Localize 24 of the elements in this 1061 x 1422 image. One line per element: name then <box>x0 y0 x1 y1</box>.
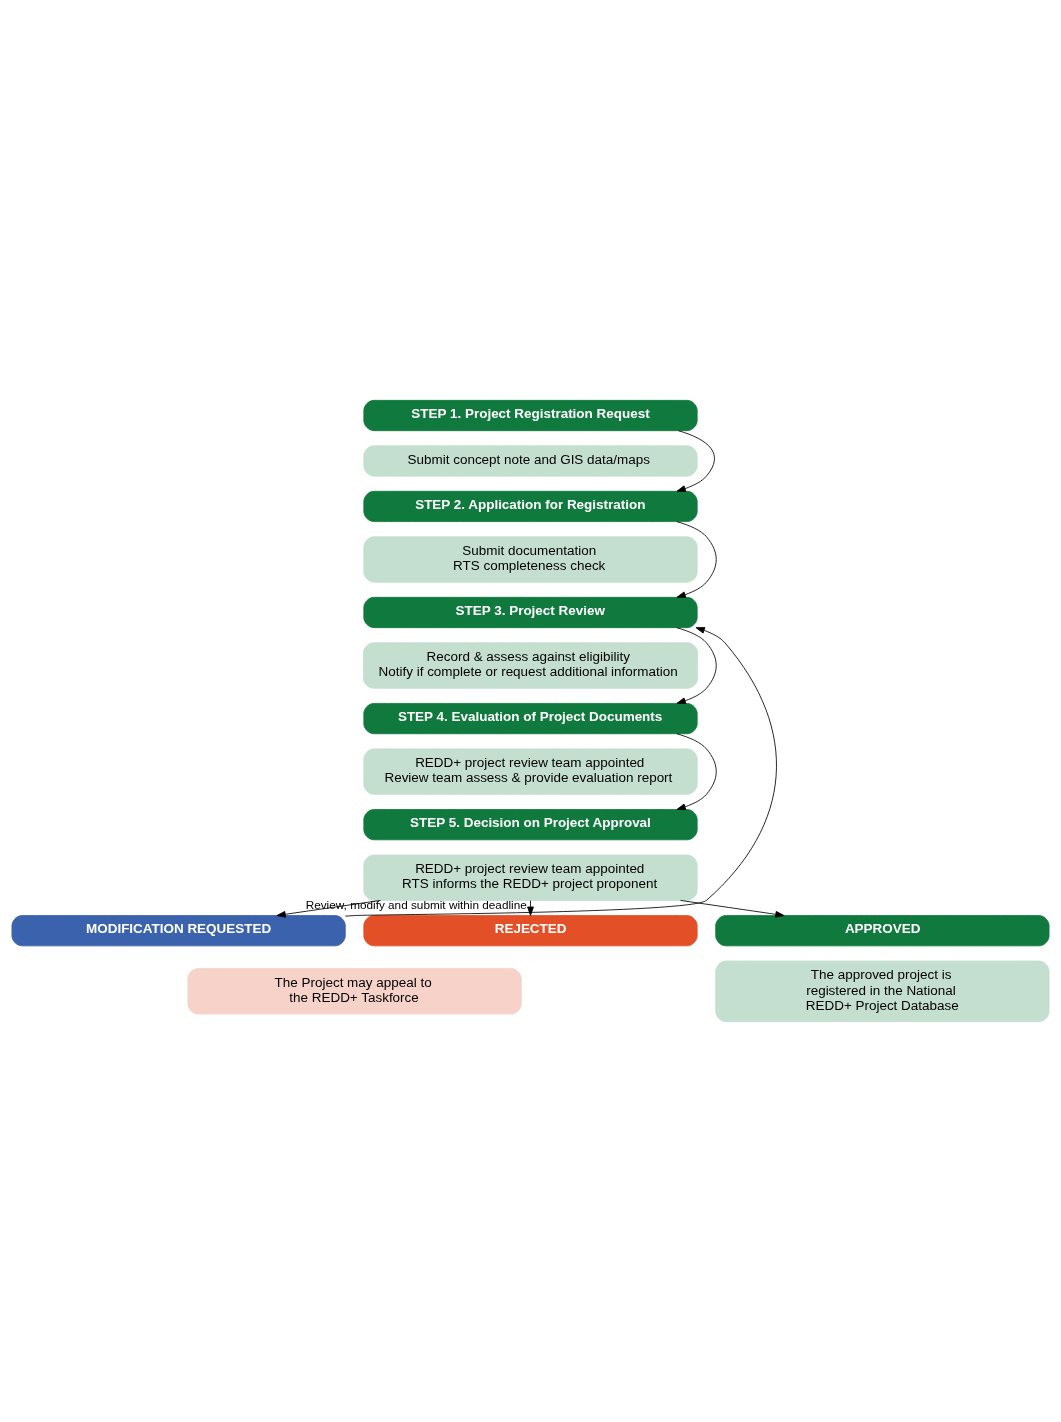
node-box: REDD+ project review team appointed RTS informs the REDD+ project proponent <box>363 854 698 901</box>
arrow <box>276 900 381 918</box>
node-box: Submit concept note and GIS data/maps <box>363 445 698 477</box>
node-box: Record & assess against eligibility Notify if complete or request additional information <box>362 642 698 689</box>
node-box: The Project may appeal to the REDD+ Taskforce <box>187 968 522 1015</box>
arrow <box>680 900 785 918</box>
arrow <box>676 733 717 811</box>
node-box: STEP 4. Evaluation of Project Documents <box>363 703 698 735</box>
edge-label: Review, modify and submit within deadline <box>305 898 527 912</box>
node-box: REDD+ project review team appointed Review team assess & provide evaluation report <box>363 748 698 795</box>
node-box: STEP 1. Project Registration Request <box>363 399 698 432</box>
arrow <box>344 627 777 917</box>
arrow <box>527 900 534 916</box>
node-box: STEP 3. Project Review <box>363 596 698 629</box>
arrow <box>676 627 717 705</box>
node-box: APPROVED <box>715 915 1050 947</box>
arrow <box>676 430 715 492</box>
node-box: STEP 2. Application for Registration <box>363 490 698 522</box>
arrow <box>676 521 717 598</box>
node-box: REJECTED <box>363 915 698 947</box>
node-box: STEP 5. Decision on Project Approval <box>363 809 698 841</box>
node-box: The approved project is registered in the National REDD+ Project Database <box>715 960 1050 1023</box>
node-box: Submit documentation RTS completeness check <box>363 536 698 583</box>
node-box: MODIFICATION REQUESTED <box>11 915 346 947</box>
